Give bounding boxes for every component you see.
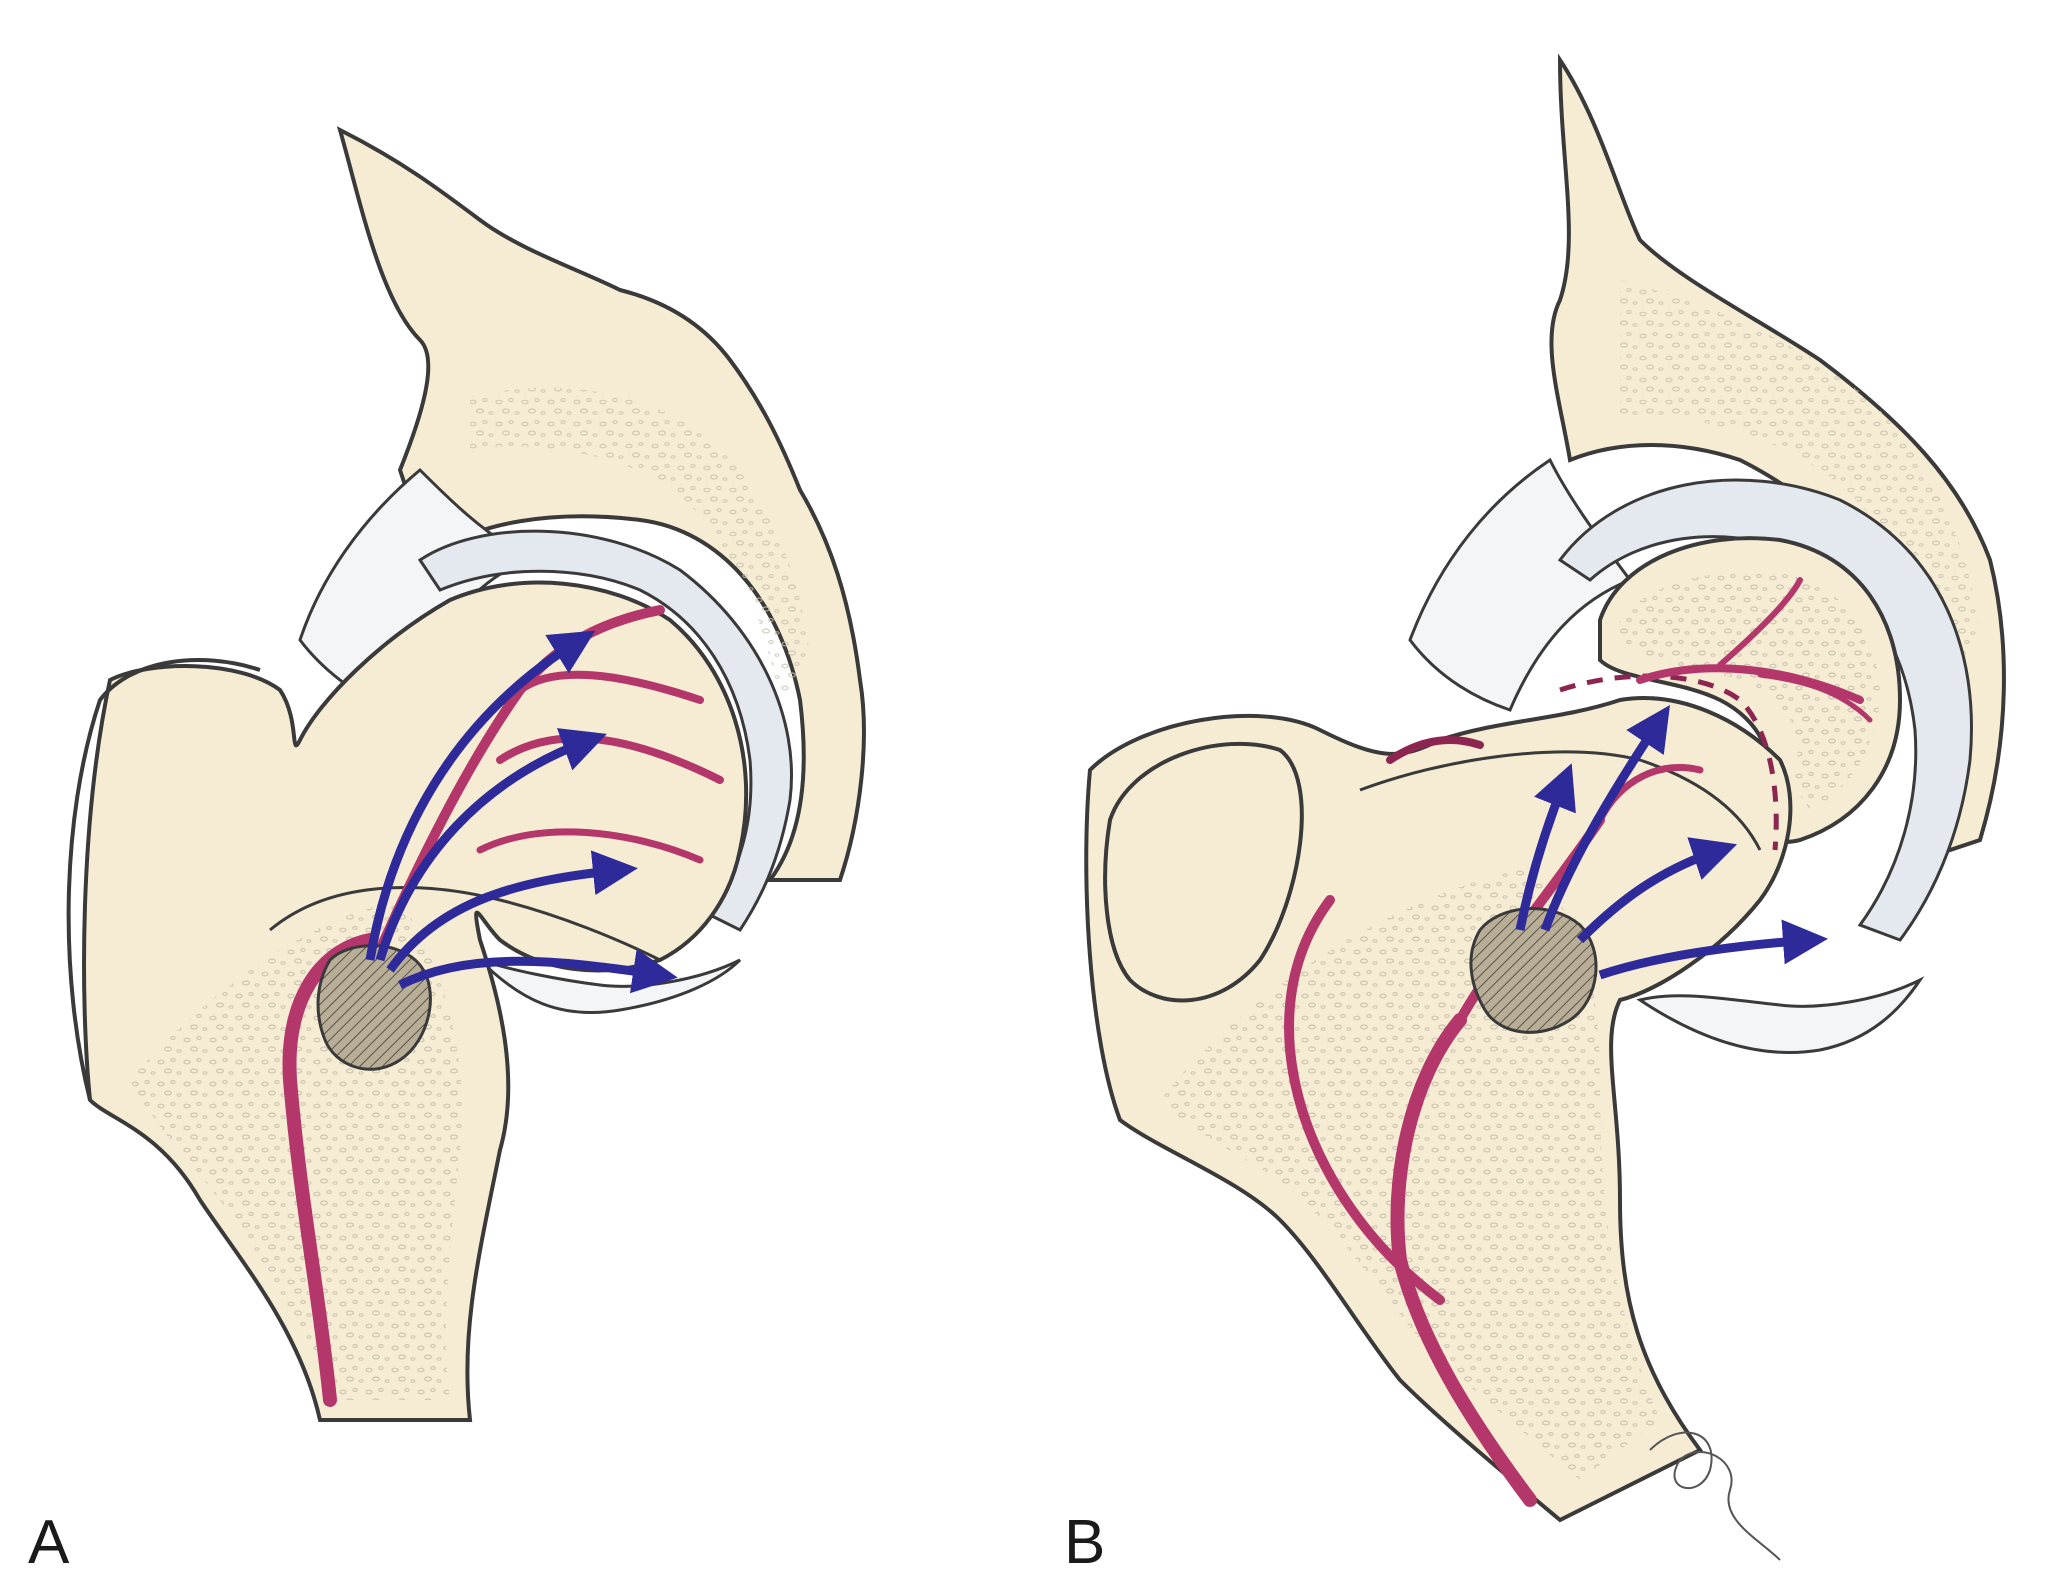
panel-a-spread-arrows [365,630,678,994]
panel-a-pelvis-texture [470,387,810,700]
panel-a-joint-capsule-inferior [478,958,742,1015]
panel-label-a: A [28,1508,70,1577]
panel-a-articular-cartilage [417,529,793,932]
panel-b-joint-capsule-inferior [1636,976,1925,1054]
panel-a-pelvis [336,126,866,882]
illustrator-signature [1649,1431,1781,1561]
panel-label-b: B [1064,1508,1106,1577]
panel-b-metaphyseal-lesion [1469,907,1598,1034]
panel-b-joint-capsule [1408,457,1633,712]
panel-a-greater-trochanter [66,658,261,1101]
panel-b-illustration [1084,53,2006,1561]
panel-a-illustration [66,126,866,1422]
panel-b-femoral-head-texture [1620,572,1880,810]
panel-b-pelvis-texture [1620,280,1980,680]
panel-b-growth-plate [1359,750,1762,851]
panel-a-growth-plate [269,886,661,962]
panel-b-greater-trochanter [1103,741,1304,1003]
panel-a-metaphyseal-lesion [316,944,432,1071]
panel-b-spread-arrows [1515,705,1828,980]
panel-b-physis-barrier-dashed [1559,673,1779,851]
